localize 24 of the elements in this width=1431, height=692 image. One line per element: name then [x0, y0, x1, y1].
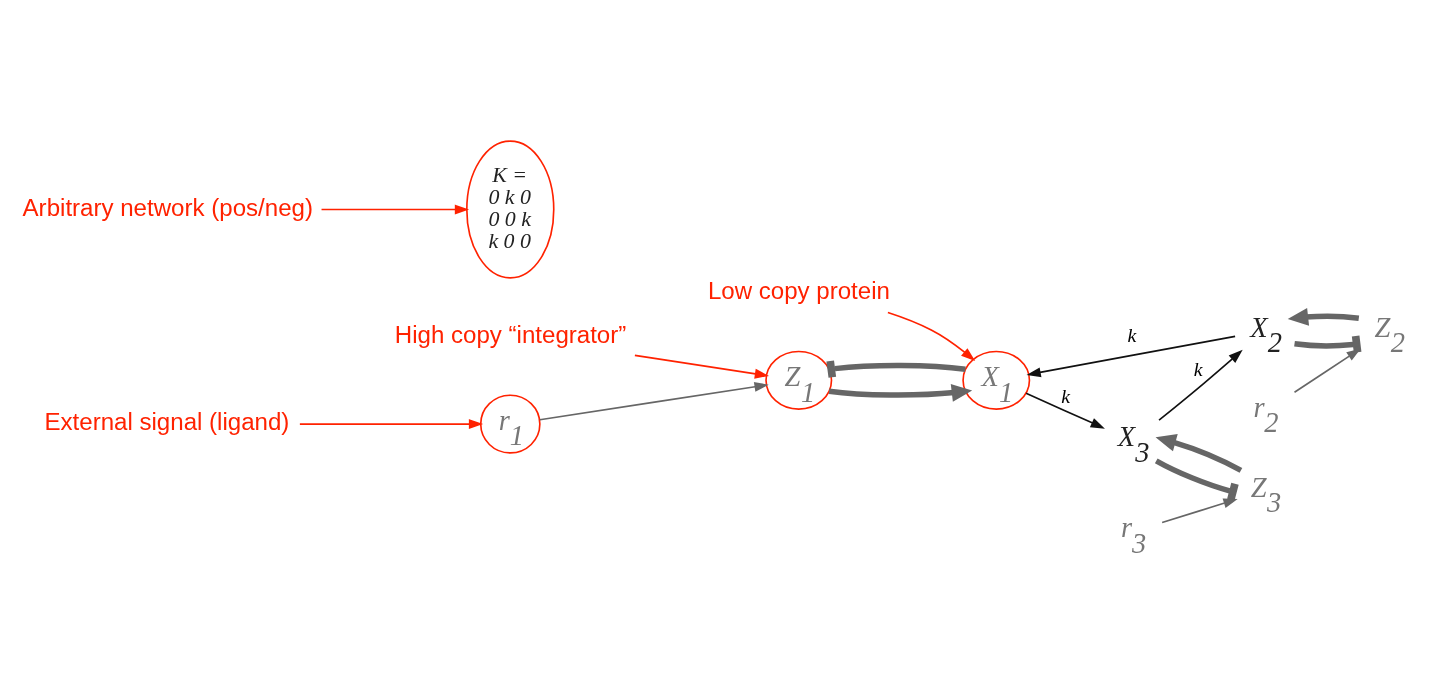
edge-label: k	[1060, 384, 1070, 407]
connector	[825, 359, 966, 378]
connector	[1154, 457, 1239, 501]
arrow	[1155, 433, 1242, 473]
arrow	[1287, 307, 1359, 326]
arrow	[828, 383, 972, 402]
connector	[1293, 334, 1361, 353]
arrow	[298, 418, 483, 429]
arrow	[1293, 348, 1361, 393]
node-text: High copy “integrator”	[394, 320, 626, 348]
arrow	[1026, 335, 1236, 377]
node-ellipse: K = 0 k 0 0 0 k k 0 0	[465, 139, 555, 279]
node-text: Low copy protein	[707, 276, 890, 304]
edge-label: k	[1193, 357, 1203, 380]
arrow	[1024, 391, 1105, 429]
arrow	[1160, 497, 1238, 523]
node-text: External signal (ligand)	[43, 407, 289, 435]
arrow	[320, 204, 469, 214]
node-text: Arbitrary network (pos/neg)	[22, 193, 313, 221]
arrow	[1157, 349, 1243, 421]
arrow	[886, 311, 975, 361]
arrow	[538, 381, 769, 421]
edge-label: k	[1127, 323, 1136, 346]
arrow	[633, 354, 769, 379]
